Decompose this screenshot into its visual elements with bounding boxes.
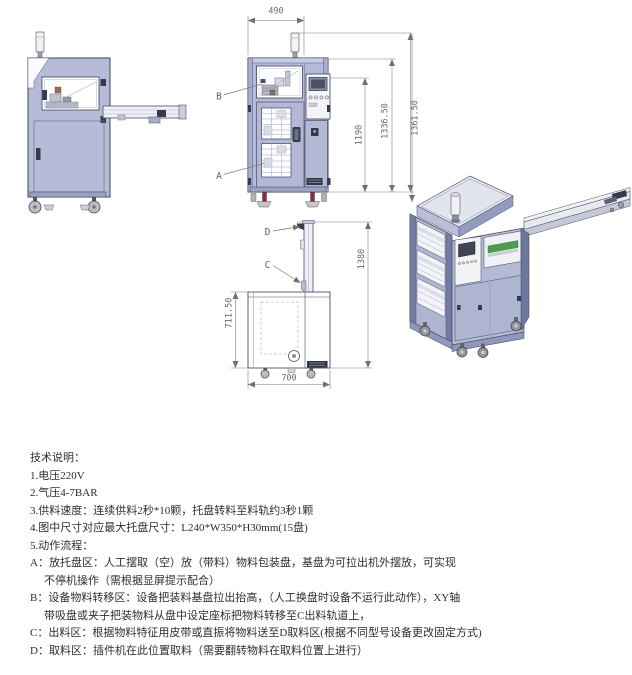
dim-front-height-total: 1361.50 — [411, 100, 421, 136]
signal-lamp — [35, 31, 45, 53]
control-panel-3d — [454, 236, 482, 286]
technical-drawing: B A 490 1361.50 1336.50 1190 — [27, 7, 631, 389]
note-line: 不停机操作（需根据显屏提示配合） — [44, 574, 220, 587]
green-track — [487, 240, 519, 254]
tray-window-3d — [416, 220, 446, 260]
callout-a-leader — [223, 163, 265, 175]
output-conveyor-3d — [523, 187, 631, 237]
lower-door-3d — [454, 274, 524, 342]
notes-title: 技术说明： — [30, 452, 85, 464]
panel-button — [325, 95, 329, 100]
callout-b-label: B — [216, 92, 222, 103]
callout-c-label: C — [265, 260, 271, 271]
tray-window-3d — [416, 277, 446, 318]
panel-button — [308, 95, 313, 100]
dim-side-cabinet-height: 711.50 — [225, 298, 235, 329]
hinge — [247, 105, 251, 112]
tray-window-upper — [261, 107, 292, 140]
vent — [306, 178, 323, 185]
tray-window-lower — [261, 143, 292, 178]
callout-b-leader — [223, 83, 263, 96]
dim-front-height-inner: 1190 — [355, 125, 365, 145]
panel-button — [319, 95, 324, 100]
note-line: 1.电压220V — [30, 469, 85, 482]
caster — [260, 368, 270, 379]
caster — [28, 197, 55, 214]
caster-3d — [477, 343, 489, 358]
dim-side-depth: 700 — [281, 374, 296, 384]
caster-3d — [456, 343, 468, 358]
tray-window-3d — [416, 249, 446, 288]
output-conveyor — [102, 104, 187, 124]
door-handle — [36, 148, 41, 160]
dim-front-height-body: 1336.50 — [381, 103, 391, 139]
isometric-view — [409, 33, 631, 358]
dim-side-height-total: 1380 — [357, 249, 367, 269]
signal-lamp — [290, 32, 300, 53]
note-line: 带吸盘或夹子把装物料从盘中设定座标把物料转移至C出料轨道上， — [44, 609, 371, 622]
callout-c-leader — [272, 265, 301, 284]
vent — [307, 361, 328, 368]
front-view-dimensions — [247, 16, 414, 193]
side-view-dimensions — [231, 222, 372, 389]
dim-front-width: 490 — [268, 7, 283, 17]
signal-lamp-3d — [450, 192, 461, 223]
caster — [79, 197, 101, 214]
callout-d-label: D — [265, 227, 271, 238]
caster — [306, 368, 316, 379]
display-screen-3d — [458, 241, 476, 258]
side-profile-view: D C — [247, 220, 372, 379]
note-line: B：设备物料转移区：设备把装料基盘拉出抬高，（人工换盘时设备不运行此动作），XY… — [30, 592, 461, 604]
leveling-foot — [250, 191, 272, 208]
feeder-window-3d — [483, 230, 522, 269]
hinge — [327, 105, 331, 112]
note-line: A：放托盘区：人工摆取（空）放（带料）物料包装盘，基盘为可拉出机外摆放，可实现 — [30, 557, 456, 569]
hinge — [327, 178, 331, 185]
note-line: D：取料区：插件机在此位置取料（需要翻转物料在取料位置上进行） — [30, 644, 368, 657]
caster-3d — [510, 317, 522, 332]
leveling-foot — [305, 191, 327, 208]
panel-button — [314, 95, 318, 100]
front-elevation-view: B A — [216, 32, 331, 208]
technical-notes: 技术说明： 1.电压220V 2.气压4-7BAR 3.供料速度：连续供料2秒*… — [30, 450, 625, 660]
hinge — [100, 79, 106, 86]
note-line: 4.图中尺寸对应最大托盘尺寸：L240*W350*H30mm(15盘) — [30, 522, 308, 534]
window-handle — [42, 90, 47, 100]
note-line: 2.气压4-7BAR — [30, 487, 98, 499]
callout-d-leader — [272, 224, 301, 232]
hinge — [247, 178, 251, 185]
control-panel — [305, 73, 331, 120]
side-elevation-view — [27, 31, 187, 214]
hinge — [100, 116, 106, 123]
note-line: C：出料区：根据物料特征用皮带或直振将物料送至D取料区(根据不同型号设备更改固定… — [30, 627, 482, 639]
callout-a-label: A — [216, 171, 222, 182]
note-line: 3.供料速度：连续供料2秒*10颗，托盘转料至料轨约3秒1颗 — [30, 504, 314, 517]
caster-3d — [419, 322, 431, 337]
note-line: 5.动作流程： — [30, 539, 94, 552]
